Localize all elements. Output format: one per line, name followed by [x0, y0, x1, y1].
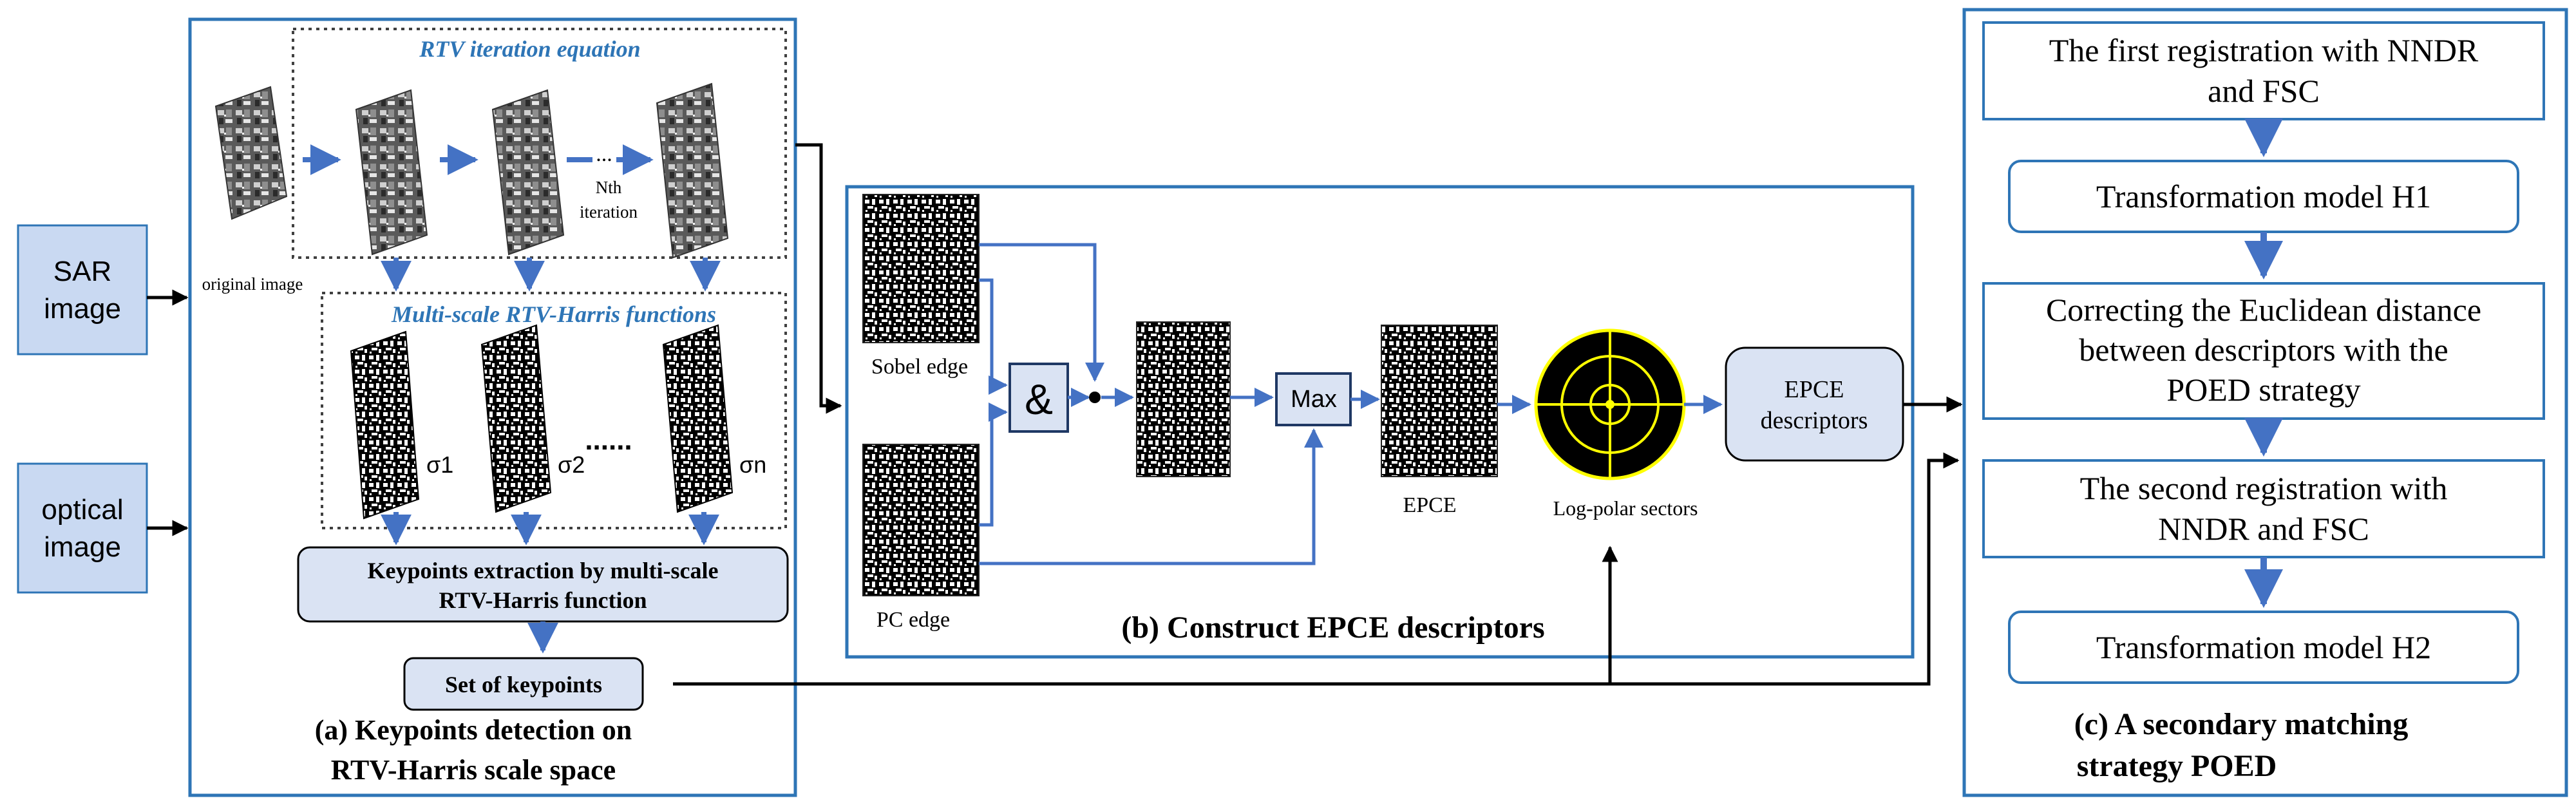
- sigma-2-label: σ2: [558, 451, 585, 478]
- panel-a-caption-line1: (a) Keypoints detection on: [315, 714, 632, 746]
- sigma-n-label: σn: [739, 451, 766, 478]
- pc-edge-label: PC edge: [876, 608, 950, 632]
- harris-response-sigma-1: [350, 330, 420, 520]
- harris-title: Multi-scale RTV-Harris functions: [391, 301, 716, 327]
- step-poed-line1: Correcting the Euclidean distance: [2046, 292, 2481, 328]
- optical-label-line2: image: [44, 531, 121, 563]
- rtv-iteration-image-n: [656, 82, 729, 259]
- panel-c-caption-line2: strategy POED: [2077, 749, 2277, 783]
- harris-functions-group: [321, 292, 787, 529]
- rtv-iteration-title: RTV iteration equation: [419, 36, 640, 62]
- epce-descriptors-box: [1725, 346, 1904, 462]
- step-second-registration: [1982, 459, 2545, 558]
- sobel-to-mult-arrow: [979, 243, 1104, 382]
- sobel-edge-label: Sobel edge: [871, 355, 968, 379]
- epce-descriptors-line1: EPCE: [1785, 376, 1844, 403]
- harris-response-sigma-2: [480, 324, 552, 513]
- panel-c-caption-line1: (c) A secondary matching: [2074, 707, 2409, 741]
- sar-label-line2: image: [44, 293, 121, 325]
- sigma-1-label: σ1: [426, 451, 453, 478]
- keypoint-extraction-line2: RTV-Harris function: [439, 587, 647, 613]
- log-polar-sectors: [1534, 328, 1694, 480]
- product-edge-image: [1136, 321, 1231, 477]
- optical-label-line1: optical: [41, 494, 123, 526]
- multiplication-node: [1089, 392, 1101, 403]
- panel-c-frame: [1962, 8, 2568, 797]
- epce-image: [1381, 325, 1498, 477]
- log-polar-label: Log-polar sectors: [1553, 497, 1698, 520]
- step-second-registration-line1: The second registration with: [2080, 470, 2448, 506]
- panel-b-frame: [845, 185, 1915, 659]
- step-poed-line2: between descriptors with the: [2079, 332, 2448, 368]
- epce-descriptors-line2: descriptors: [1761, 407, 1868, 434]
- panel-b-caption: (b) Construct EPCE descriptors: [1121, 611, 1544, 645]
- panel-a-frame: [188, 17, 797, 797]
- original-image-label: original image: [202, 274, 303, 294]
- sobel-to-and-arrow: [979, 278, 1008, 395]
- keypoints-set-label: Set of keypoints: [445, 672, 602, 697]
- pc-to-max-arrow: [979, 428, 1323, 565]
- step-poed-correction: [1982, 282, 2545, 420]
- step-first-registration-line1: The first registration with NNDR: [2049, 32, 2479, 68]
- step-transformation-h2: [2008, 611, 2519, 684]
- rtv-iteration-image-1: [355, 89, 428, 256]
- step-transformation-h1-label: Transformation model H1: [2096, 178, 2431, 214]
- step-transformation-h2-label: Transformation model H2: [2096, 629, 2431, 665]
- iteration-label-line2: iteration: [580, 202, 638, 222]
- original-image-thumbnail: [214, 86, 288, 220]
- sobel-edge-image: [862, 194, 980, 343]
- rtv-iteration-group: [292, 28, 787, 259]
- and-operator-box: [1009, 363, 1069, 433]
- rtv-iteration-image-2: [491, 89, 565, 256]
- pc-edge-image: [862, 444, 980, 596]
- sar-image-input: SAR image: [17, 224, 148, 355]
- iteration-label-line1: Nth: [596, 178, 622, 197]
- panel-a-to-b-connector: [795, 143, 842, 414]
- optical-image-input: optical image: [17, 462, 148, 594]
- step-poed-line3: POED strategy: [2166, 372, 2360, 408]
- step-second-registration-line2: NNDR and FSC: [2158, 511, 2369, 547]
- panel-a-caption-line2: RTV-Harris scale space: [331, 754, 616, 786]
- harris-response-sigma-n: [662, 324, 734, 513]
- scale-dots: ......: [585, 424, 632, 456]
- pc-to-and-arrow: [979, 402, 1008, 527]
- epce-label: EPCE: [1403, 493, 1456, 517]
- keypoint-extraction-line1: Keypoints extraction by multi-scale: [368, 558, 719, 583]
- keypoints-set-box: [403, 657, 644, 711]
- and-operator-symbol: &: [1025, 375, 1053, 423]
- max-operator-label: Max: [1291, 386, 1337, 413]
- step-first-registration: [1982, 21, 2545, 120]
- sar-label-line1: SAR: [53, 256, 111, 287]
- rtv-ellipsis: ...: [596, 142, 612, 166]
- keypoints-to-panel-c-connector: [1610, 452, 1960, 686]
- step-first-registration-line2: and FSC: [2208, 73, 2320, 109]
